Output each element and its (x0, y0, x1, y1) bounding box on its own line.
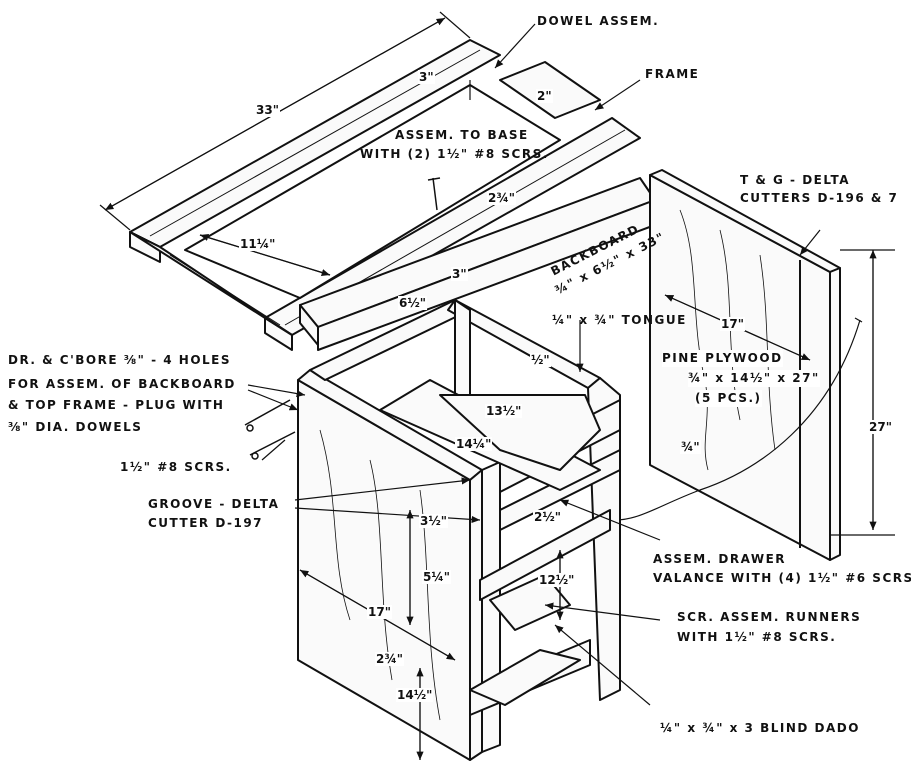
dim-17-left: 17" (367, 605, 392, 619)
label-frame: FRAME (645, 67, 700, 81)
dim-5-1-4: 5¼" (422, 570, 452, 584)
dim-14-1-4: 14¼" (455, 437, 493, 451)
dim-2: 2" (536, 89, 553, 103)
label-dowel-assem: DOWEL ASSEM. (537, 14, 660, 28)
label-assem-base-1: ASSEM. TO BASE (395, 128, 529, 142)
label-pine-2: ¾" x 14½" x 27" (688, 370, 820, 387)
label-drc-1: DR. & C'BORE ⅜" - 4 HOLES (8, 353, 232, 367)
screw-icons (244, 399, 296, 460)
dim-2-1-2: 2½" (533, 510, 563, 524)
dim-27: 27" (868, 420, 893, 434)
label-drc-4: ⅜" DIA. DOWELS (8, 420, 143, 434)
label-pine-3: (5 PCS.) (695, 390, 762, 407)
dim-3-mid: 3" (451, 267, 468, 281)
label-valance-1: ASSEM. DRAWER (653, 552, 787, 566)
dim-17-right: 17" (720, 317, 745, 331)
dim-11-1-4: 11¼" (239, 237, 277, 251)
dim-33: 33" (255, 103, 280, 117)
runners (469, 574, 581, 706)
label-tongue: ¼" x ¾" TONGUE (552, 313, 687, 327)
dim-6-1-2: 6½" (398, 296, 428, 310)
drawer-valance (379, 379, 601, 491)
dim-3-top: 3" (418, 70, 435, 84)
label-tg-2: CUTTERS D-196 & 7 (740, 191, 899, 205)
label-assem-base-2: WITH (2) 1½" #8 SCRS. (360, 147, 549, 161)
dim-2-3-4: 2¾" (487, 191, 517, 205)
dim-2-3-4-low: 2¾" (375, 652, 405, 666)
label-drc-2: FOR ASSEM. OF BACKBOARD (8, 377, 236, 391)
label-tg-1: T & G - DELTA (740, 173, 851, 187)
screw-icon (427, 177, 441, 211)
label-runners-1: SCR. ASSEM. RUNNERS (677, 610, 862, 624)
dim-12-1-2: 12½" (538, 573, 576, 587)
dim-14-1-2: 14½" (396, 688, 434, 702)
label-dado: ¼" x ¾" x 3 BLIND DADO (660, 721, 860, 735)
dim-3-4: ¾" (680, 440, 701, 454)
label-drc-3: & TOP FRAME - PLUG WITH (8, 398, 225, 412)
label-groove-1: GROOVE - DELTA (148, 497, 280, 511)
label-scrs-8: 1½" #8 SCRS. (120, 460, 232, 474)
label-pine-1: PINE PLYWOOD (662, 350, 783, 367)
dim-13-1-2: 13½" (485, 404, 523, 418)
label-groove-2: CUTTER D-197 (148, 516, 264, 530)
right-side-panel (649, 169, 841, 561)
label-runners-2: WITH 1½" #8 SCRS. (677, 630, 837, 644)
label-valance-2: VALANCE WITH (4) 1½" #6 SCRS. (653, 571, 911, 585)
dim-3-1-2: 3½" (419, 514, 449, 528)
dim-1-2: ½" (530, 353, 551, 367)
